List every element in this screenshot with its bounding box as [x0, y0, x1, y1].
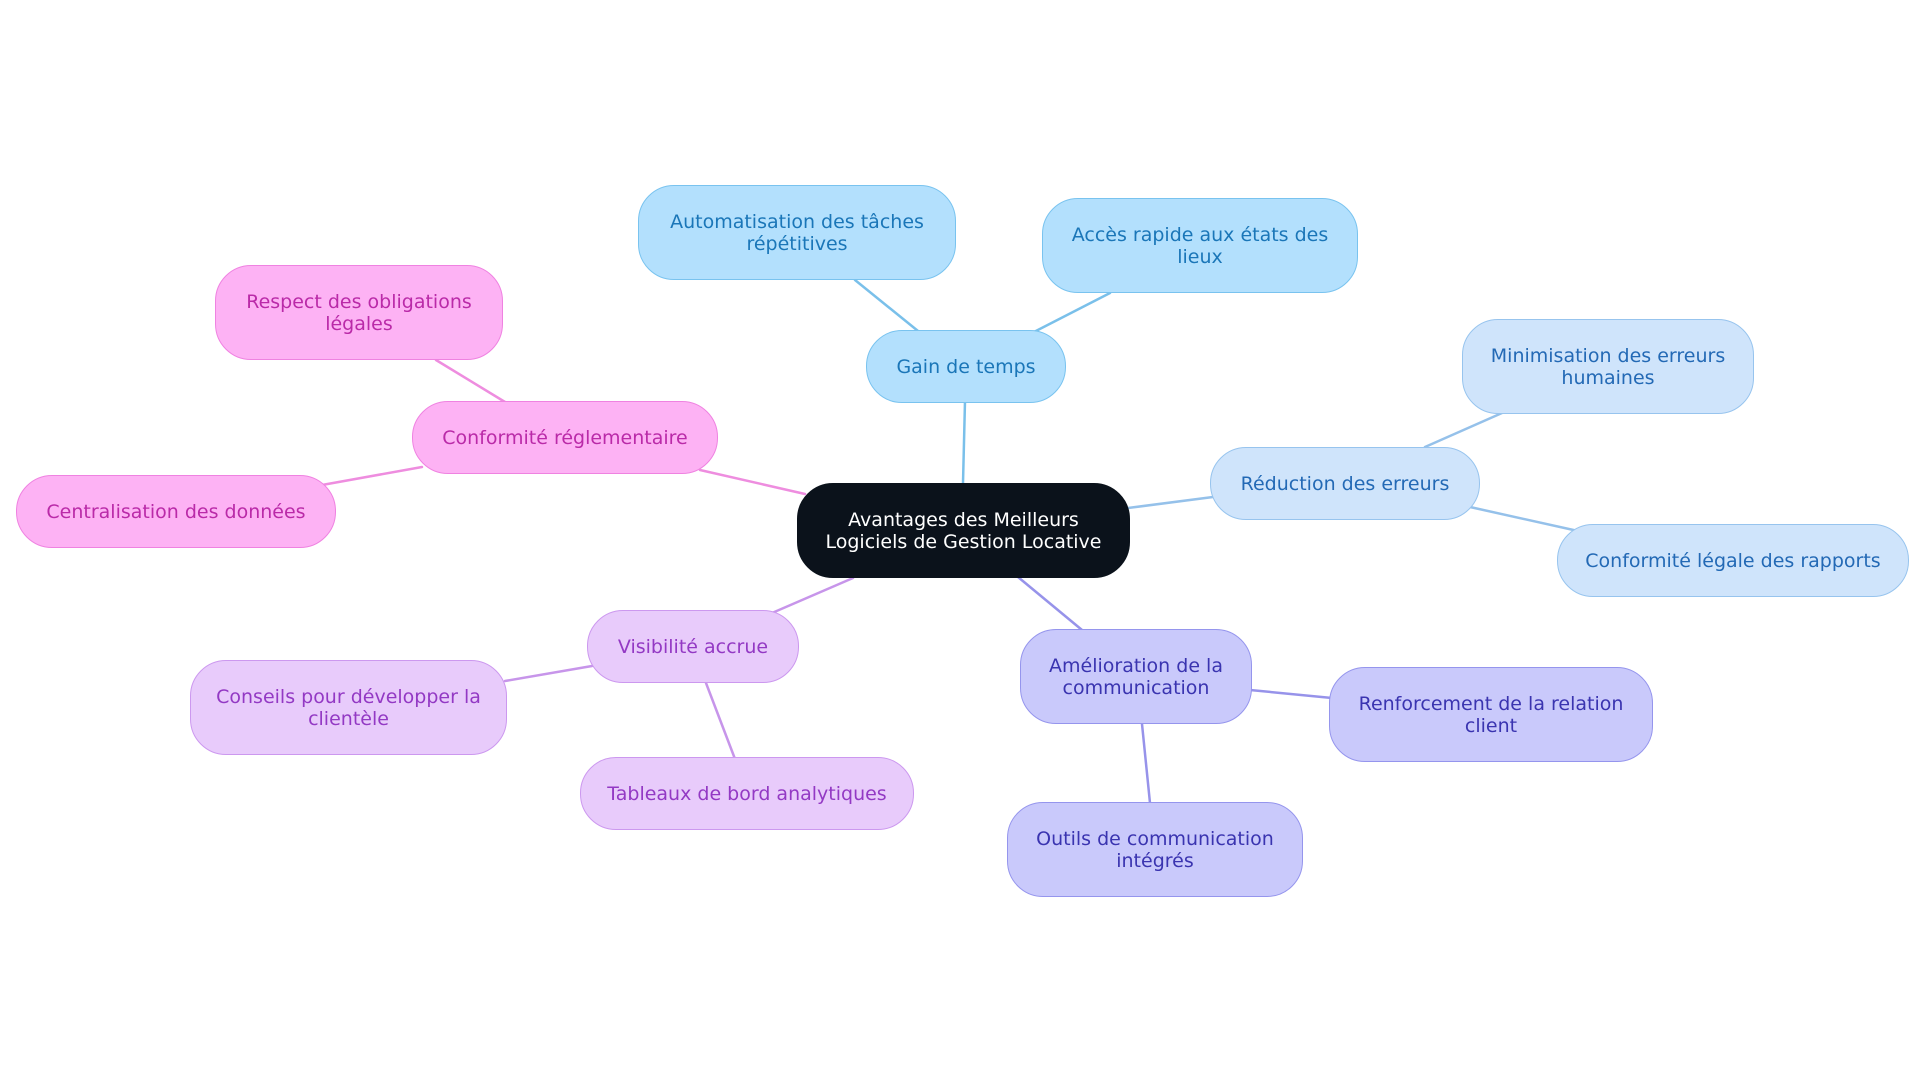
leaf-automatisation-label: Automatisation des tâches répétitives	[670, 210, 924, 255]
leaf-renforcement-relation-label: Renforcement de la relation client	[1358, 692, 1624, 737]
leaf-conseils-clientele-label: Conseils pour développer la clientèle	[216, 685, 481, 730]
leaf-respect-obligations: Respect des obligations légales	[215, 265, 503, 360]
edge-amelioration-renforcement	[1248, 688, 1334, 700]
branch-gain-de-temps-label: Gain de temps	[896, 355, 1036, 378]
edge-visibilite-tableaux	[704, 681, 737, 761]
leaf-respect-obligations-label: Respect des obligations légales	[246, 290, 472, 335]
edge-gain-acces	[1030, 291, 1112, 335]
leaf-minimisation: Minimisation des erreurs humaines	[1462, 319, 1754, 414]
leaf-renforcement-relation: Renforcement de la relation client	[1329, 667, 1653, 762]
leaf-outils-communication-label: Outils de communication intégrés	[1036, 827, 1274, 872]
branch-conformite-reglementaire-label: Conformité réglementaire	[442, 426, 688, 449]
branch-reduction-erreurs: Réduction des erreurs	[1210, 447, 1480, 520]
leaf-acces-rapide: Accès rapide aux états des lieux	[1042, 198, 1358, 293]
edge-root-reduction	[1126, 495, 1215, 510]
edge-root-visibilite	[770, 576, 855, 615]
leaf-conformite-legale-label: Conformité légale des rapports	[1585, 549, 1881, 572]
branch-visibilite-accrue: Visibilité accrue	[587, 610, 799, 683]
edge-visibilite-conseils	[503, 664, 594, 683]
leaf-acces-rapide-label: Accès rapide aux états des lieux	[1071, 223, 1329, 268]
edge-root-conformite	[698, 468, 807, 496]
leaf-centralisation-donnees: Centralisation des données	[16, 475, 336, 548]
root-node: Avantages des Meilleurs Logiciels de Ges…	[797, 483, 1130, 578]
root-node-label: Avantages des Meilleurs Logiciels de Ges…	[825, 508, 1102, 553]
leaf-tableaux-bord: Tableaux de bord analytiques	[580, 757, 914, 830]
leaf-conseils-clientele: Conseils pour développer la clientèle	[190, 660, 507, 755]
leaf-automatisation: Automatisation des tâches répétitives	[638, 185, 956, 280]
leaf-outils-communication: Outils de communication intégrés	[1007, 802, 1303, 897]
branch-conformite-reglementaire: Conformité réglementaire	[412, 401, 718, 474]
edge-conformite-respect	[434, 358, 507, 404]
branch-gain-de-temps: Gain de temps	[866, 330, 1066, 403]
branch-visibilite-accrue-label: Visibilité accrue	[617, 635, 769, 658]
edge-amelioration-outils	[1140, 722, 1152, 805]
edge-gain-automatisation	[853, 278, 920, 333]
leaf-conformite-legale: Conformité légale des rapports	[1557, 524, 1909, 597]
edge-conformite-centralisation	[320, 465, 424, 487]
edge-reduction-minimisation	[1423, 411, 1504, 449]
branch-amelioration-communication: Amélioration de la communication	[1020, 629, 1252, 724]
edge-root-gain	[961, 399, 967, 485]
leaf-minimisation-label: Minimisation des erreurs humaines	[1490, 344, 1726, 389]
leaf-tableaux-bord-label: Tableaux de bord analytiques	[607, 782, 887, 805]
edge-reduction-conformite	[1468, 505, 1580, 533]
branch-reduction-erreurs-label: Réduction des erreurs	[1240, 472, 1450, 495]
leaf-centralisation-donnees-label: Centralisation des données	[46, 500, 306, 523]
edge-root-amelioration	[1016, 575, 1084, 632]
branch-amelioration-communication-label: Amélioration de la communication	[1049, 654, 1223, 699]
